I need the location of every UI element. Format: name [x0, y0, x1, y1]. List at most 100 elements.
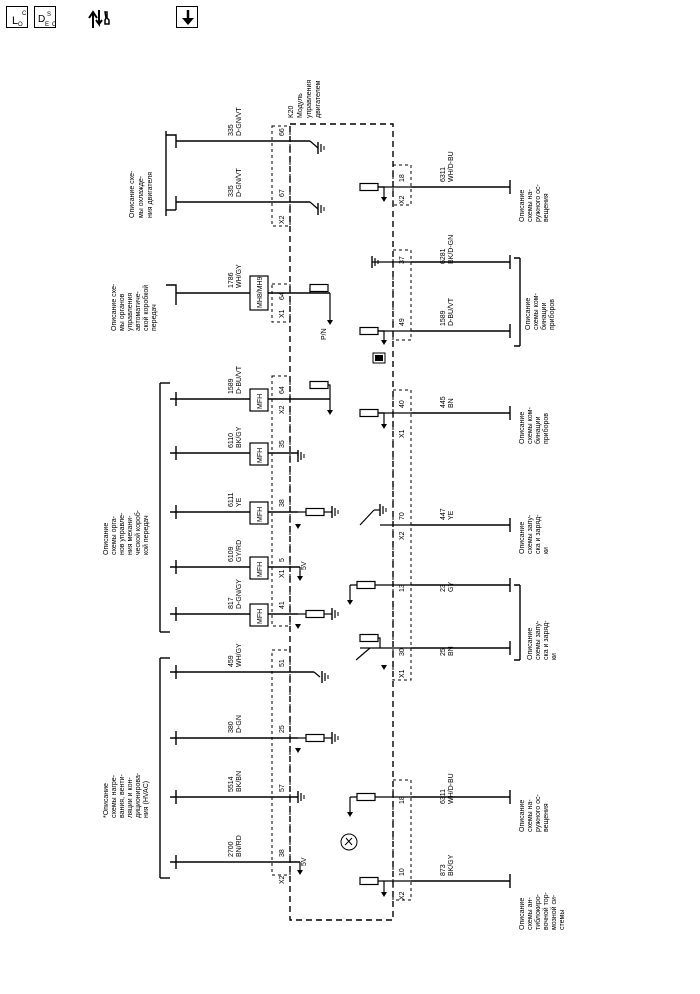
left-labels: 335 D-GN/VT 66 335 D-GN/VT 67 X2 1786 WH… [228, 107, 328, 885]
pin-label: 70 [399, 512, 406, 520]
group-line: Описание [519, 190, 526, 222]
wire-color-label: D-GN/GY [236, 579, 243, 609]
wire-color-label: BK/D-GN [448, 235, 455, 264]
group-line: ки [543, 547, 550, 554]
wire-color-label: D-GN [236, 715, 243, 733]
group-line: управления [127, 293, 134, 331]
circuit-label: 23 [440, 584, 447, 592]
group-manual[interactable]: Описание схемы орга- нов управле- ния ме… [103, 509, 150, 555]
wire-color-label: BN/RD [236, 835, 243, 857]
description-view-button[interactable]: D E S C [34, 6, 57, 28]
wire-color-label: WH/GY [236, 643, 243, 667]
pin-label: 64 [279, 386, 286, 394]
group-line: Описание схе- [111, 283, 118, 331]
group-line: вещения [543, 803, 550, 832]
wire-color-label: D-BU/VT [448, 297, 455, 326]
wire-color-label: BK/BN [236, 771, 243, 792]
circuit-label: 25 [440, 648, 447, 656]
circuit-label: 1589 [440, 310, 447, 326]
group-line: ния (HVAC) [143, 781, 150, 818]
desc-sub-letter: E [45, 22, 49, 28]
special-symbols [340, 352, 386, 851]
group-line: ческой короб- [134, 509, 142, 555]
group-line: Описание схе- [129, 170, 136, 218]
right-labels: 18 X2 6311 WH/D-BU 37 6281 BK/D-GN 49 15… [399, 151, 455, 900]
group-abs[interactable]: Описание схемы ан- тиблокиро- вочной тор… [519, 891, 566, 930]
box-mfh-5: MFH [257, 609, 264, 624]
pin-label: 10 [399, 868, 406, 876]
circuit-label: 873 [440, 864, 447, 876]
box-mfh-4: MFH [257, 562, 264, 577]
left-internal [297, 140, 339, 870]
connector-label: X1 [399, 669, 406, 678]
arrow-down-icon [182, 10, 194, 25]
box-mfh-3: MFH [257, 507, 264, 522]
wire-color-label: WH/GY [236, 264, 243, 288]
group-start-charge-1[interactable]: Описание схемы запу- ска и заряд- ки [519, 514, 550, 554]
box-mfh-2: MFH [257, 448, 264, 463]
location-icon: L O C [12, 11, 27, 28]
wire-color-label: WH/D-BU [448, 151, 455, 182]
group-line: ружного ос- [535, 184, 542, 222]
group-line: Описание [519, 412, 526, 444]
toolbar: L O C D E S C [0, 0, 700, 40]
circuit-label: 445 [440, 396, 447, 408]
wire-color-label: BN [448, 646, 455, 656]
desc-sup-letter: S [47, 12, 51, 18]
group-line: Описание [519, 800, 526, 832]
wire-color-label: BN [448, 398, 455, 408]
description-icon: D E S C [38, 12, 57, 28]
pin-label: 67 [279, 189, 286, 197]
wire-color-label: D-BU/VT [236, 365, 243, 394]
group-cluster-mid[interactable]: Описание схемы ком- бинации приборов [519, 407, 550, 444]
module-name-2: управления [306, 80, 313, 118]
group-ext-light-bot[interactable]: Описание схемы на- ружного ос- вещения [519, 794, 550, 832]
circuit-label: 6109 [228, 546, 235, 562]
diagnostic-tool-button[interactable] [86, 6, 110, 28]
group-cooling[interactable]: Описание схе- мы охлажде- ния двигателя [129, 170, 154, 218]
group-line: Описание [519, 898, 526, 930]
circuit-label: 447 [440, 508, 447, 520]
circuit-label: 335 [228, 185, 235, 197]
left-brackets [159, 131, 177, 879]
group-line: Описание [527, 628, 534, 660]
group-line: автоматиче- [135, 290, 142, 331]
connector-label: X2 [399, 891, 406, 900]
right-group-labels: Описание схемы на- ружного ос- вещения О… [519, 184, 566, 930]
group-line: схемы на- [527, 189, 534, 222]
circuit-label: 1786 [228, 272, 235, 288]
group-line: диционирова- [135, 772, 142, 818]
pin-label: 30 [399, 648, 406, 656]
right-wires [411, 180, 521, 888]
wire-color-label: D-GN/VT [236, 107, 243, 137]
connector-label: X1 [399, 429, 406, 438]
group-line: нов управле- [119, 512, 126, 555]
voltage-label: 5V [301, 857, 308, 866]
group-hvac[interactable]: *Описание схемы нагре- вания, венти- ляц… [103, 772, 150, 818]
group-line: схемы на- [527, 799, 534, 832]
circuit-label: 6111 [228, 492, 235, 507]
group-tcm[interactable]: Описание схе- мы органов управления авто… [111, 283, 158, 331]
group-line: вания, венти- [119, 773, 126, 818]
group-line: ской коробкой [142, 285, 150, 331]
group-line: бинации [540, 302, 548, 330]
module-name-3: двигателем [315, 80, 322, 118]
group-line: мозной си- [550, 894, 558, 930]
group-cluster-top[interactable]: Описание схемы ком- бинации приборов [525, 293, 556, 330]
pin-label: 35 [279, 440, 286, 448]
location-view-button[interactable]: L O C [6, 6, 28, 28]
group-line: *Описание [103, 783, 110, 818]
wire-color-label: YE [448, 510, 455, 520]
group-start-charge-2[interactable]: Описание схемы запу- ска и заряд- ки [527, 620, 558, 660]
left-group-labels: Описание схе- мы охлажде- ния двигателя … [103, 170, 158, 818]
group-line: ска и заряд- [535, 514, 542, 554]
wire-color-label: GY [448, 582, 455, 592]
loc-sup-letter: C [22, 11, 27, 17]
pin-label: 41 [279, 601, 286, 609]
pin-label: 51 [279, 659, 286, 667]
download-button[interactable] [176, 6, 198, 28]
voltage-label: 5V [301, 561, 308, 570]
group-ext-light-top[interactable]: Описание схемы на- ружного ос- вещения [519, 184, 550, 222]
group-line: схемы нагре- [111, 774, 118, 818]
connector-label: X2 [279, 405, 286, 414]
